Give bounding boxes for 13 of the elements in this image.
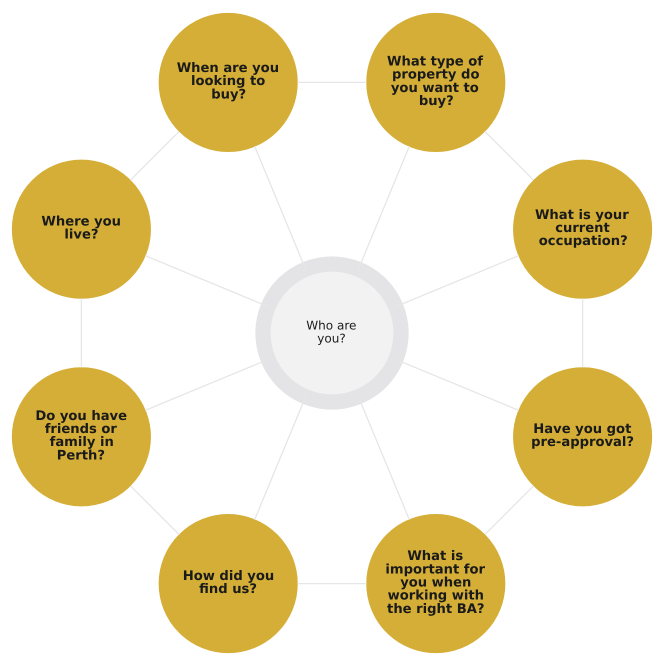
node-circle: Where you live? <box>12 160 151 299</box>
node-circle: What is important for you when working with the right BA? <box>366 514 506 654</box>
node-circle: Who are you? <box>255 256 409 410</box>
node-circle: When are you looking to buy? <box>158 12 298 152</box>
node-circle: What type of property do you want to buy? <box>366 12 506 152</box>
node-circle: How did you find us? <box>158 514 298 654</box>
connector <box>484 485 534 535</box>
node-circle: Have you got pre-approval? <box>513 367 652 506</box>
connector <box>484 130 534 180</box>
node-circle: What is your current occupation? <box>513 160 652 299</box>
connector <box>130 131 180 181</box>
node-circle: Do you have friends or family in Perth? <box>12 367 151 506</box>
connector <box>130 486 180 536</box>
